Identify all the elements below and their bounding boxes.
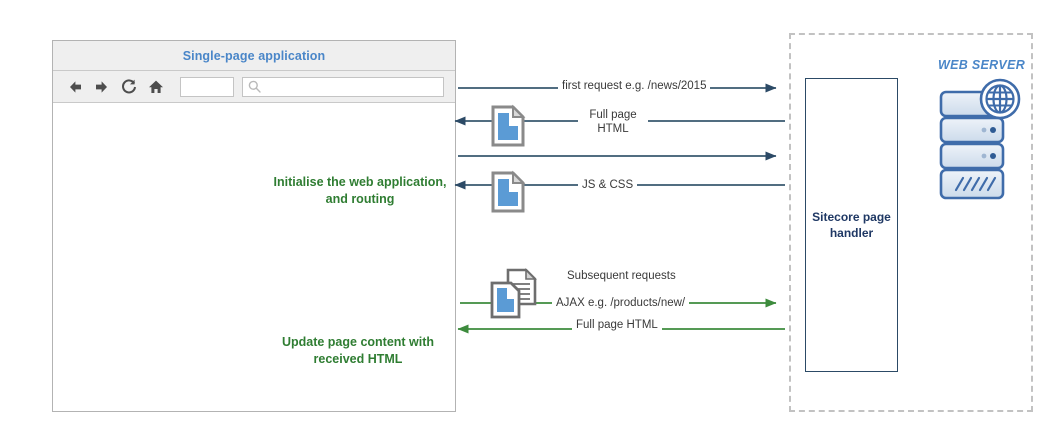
label-ajax-request: AJAX e.g. /products/new/: [552, 296, 690, 310]
spa-browser-window: Single-page application: [52, 40, 456, 412]
home-icon[interactable]: [144, 75, 168, 99]
search-input[interactable]: [242, 76, 444, 97]
spa-viewport: [53, 103, 455, 411]
spa-browser-toolbar: [53, 71, 455, 103]
documents-stack-icon: [489, 268, 539, 320]
spa-titlebar: Single-page application: [53, 41, 455, 71]
label-subsequent-requests: Subsequent requests: [563, 269, 680, 283]
label-full-page-html-response: Full page HTML: [572, 318, 662, 332]
label-full-page-html: Full page HTML: [578, 108, 648, 136]
arrow-right-icon[interactable]: [90, 75, 114, 99]
note-update: Update page content with received HTML: [281, 335, 435, 366]
reload-icon[interactable]: [117, 75, 141, 99]
document-icon: [489, 170, 527, 214]
server-stack-icon: [938, 78, 1024, 202]
note-initialise: Initialise the web application, and rout…: [273, 175, 447, 206]
sitecore-page-handler-box: Sitecore page handler: [805, 78, 898, 372]
sitecore-page-handler-label: Sitecore page handler: [812, 210, 891, 240]
label-js-css: JS & CSS: [578, 178, 638, 192]
label-first-request: first request e.g. /news/2015: [558, 79, 711, 93]
magnifier-icon: [248, 80, 261, 93]
spa-title: Single-page application: [182, 48, 326, 63]
globe-icon: [979, 78, 1021, 120]
web-server-label: WEB SERVER: [938, 58, 1026, 72]
web-server-region: [789, 33, 1033, 412]
arrow-left-icon[interactable]: [63, 75, 87, 99]
document-icon: [489, 104, 527, 148]
address-field-small[interactable]: [180, 76, 234, 97]
